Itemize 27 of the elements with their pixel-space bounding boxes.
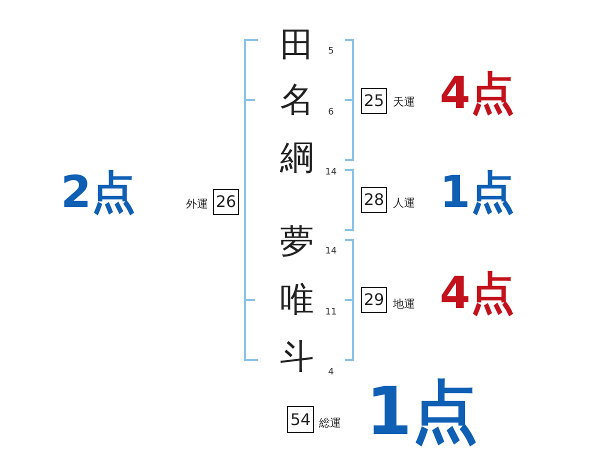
score-label: 1点 — [440, 171, 514, 215]
stroke-count: 5 — [328, 48, 334, 56]
number-box: 28 — [361, 187, 387, 213]
fortune-label: 外運 — [186, 198, 208, 210]
fortune-label: 総運 — [319, 418, 341, 428]
fortune-label: 人運 — [393, 198, 415, 208]
kanji-character: 綱 — [280, 141, 314, 175]
score-label: 4点 — [440, 72, 514, 116]
stroke-count: 11 — [325, 308, 337, 318]
kanji-character: 斗 — [280, 340, 314, 374]
stroke-count: 4 — [328, 368, 334, 378]
kanji-character: 田 — [280, 28, 314, 62]
stroke-count: 14 — [325, 168, 337, 178]
score-label: 4点 — [440, 272, 514, 316]
stroke-count: 14 — [325, 248, 337, 256]
fortune-label: 地運 — [393, 298, 415, 310]
kanji-character: 名 — [280, 83, 314, 117]
score-label: 1点 — [366, 379, 478, 445]
number-box: 29 — [361, 287, 387, 313]
number-box: 26 — [213, 189, 239, 215]
stroke-count: 6 — [328, 108, 334, 118]
kanji-character: 唯 — [280, 283, 314, 317]
number-box: 25 — [361, 88, 387, 114]
score-label: 2点 — [60, 171, 136, 215]
kanji-character: 夢 — [280, 225, 314, 259]
number-box: 54 — [287, 406, 314, 433]
fortune-label: 天運 — [393, 96, 415, 108]
